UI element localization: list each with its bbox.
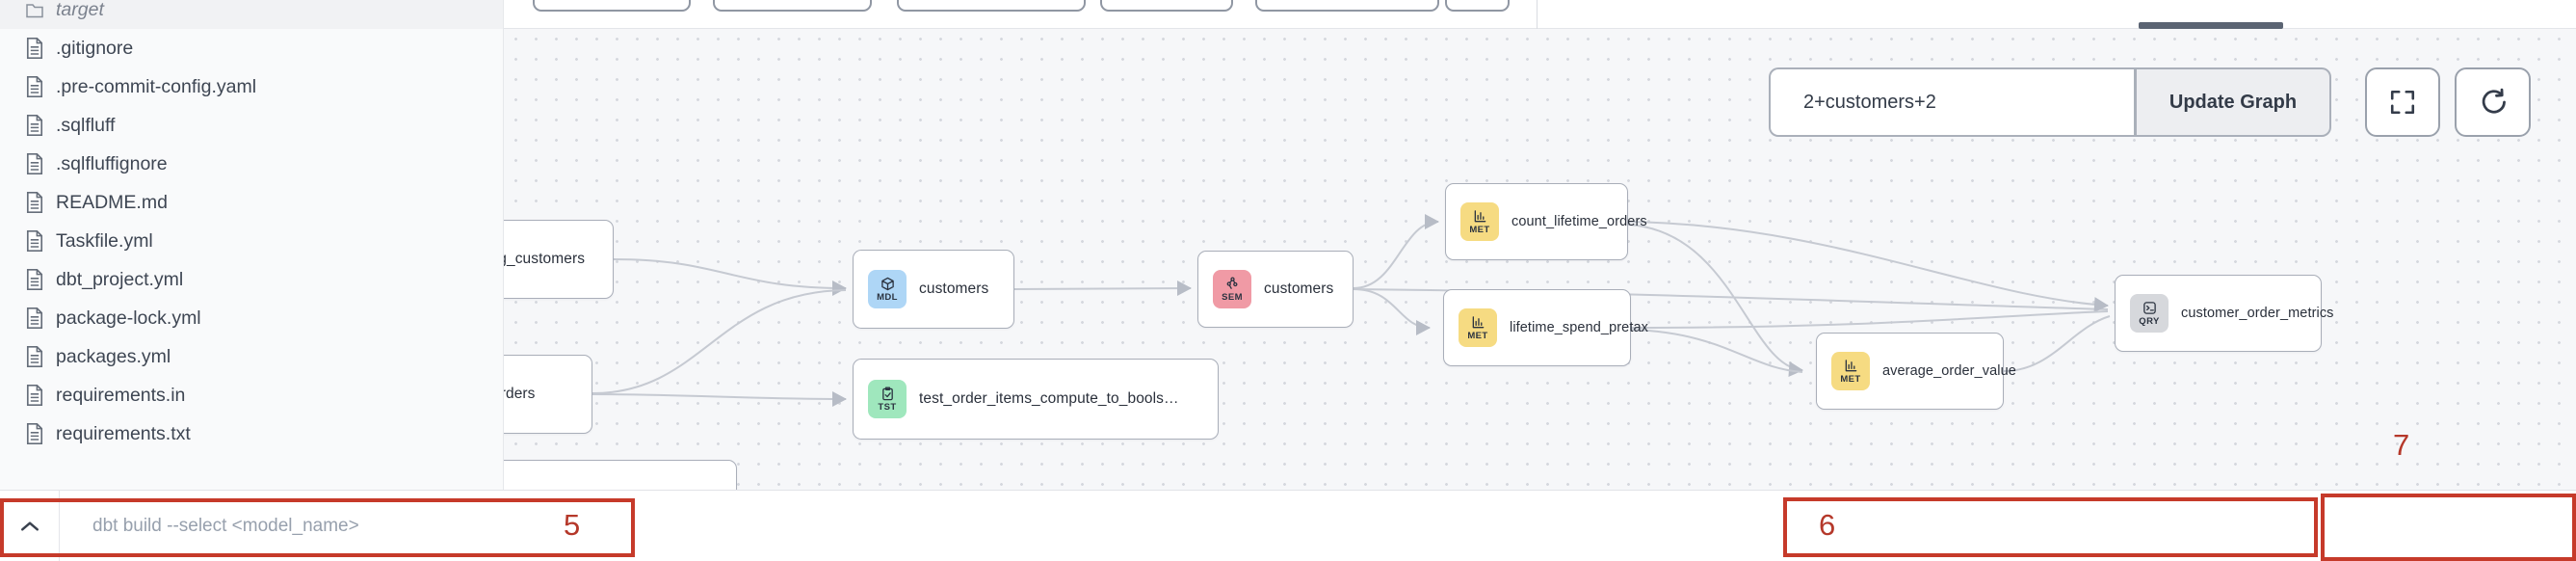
metric-badge: MET	[1459, 308, 1497, 347]
node-label: count_lifetime_orders	[1511, 214, 1647, 229]
toolbar-chip[interactable]	[533, 0, 691, 12]
query-badge: QRY	[2130, 294, 2169, 333]
semantic-badge: SEM	[1213, 270, 1251, 308]
node-customer-order-metrics[interactable]: QRY customer_order_metrics	[2115, 275, 2333, 352]
file-item[interactable]: .pre-commit-config.yaml	[0, 67, 503, 106]
test-badge: TST	[868, 380, 907, 418]
file-item[interactable]: .gitignore	[0, 29, 503, 67]
file-tree-panel: target .gitignore .pre-commit-config.yam…	[0, 0, 504, 490]
node-label: stg_customers	[486, 251, 586, 267]
toolbar-chip[interactable]	[1255, 0, 1439, 12]
node-lifetime-spend-pretax[interactable]: MET lifetime_spend_pretax	[1443, 289, 1648, 366]
file-item[interactable]: .sqlfluffignore	[0, 145, 503, 183]
file-item[interactable]: packages.yml	[0, 337, 503, 376]
file-item[interactable]: requirements.in	[0, 376, 503, 414]
file-icon	[26, 152, 43, 175]
file-item[interactable]: requirements.txt	[0, 414, 503, 453]
metric-chart-icon	[1474, 209, 1485, 222]
node-label: lifetime_spend_pretax	[1510, 320, 1648, 335]
file-icon	[26, 422, 43, 445]
file-icon	[26, 114, 43, 137]
file-item[interactable]: .sqlfluff	[0, 106, 503, 145]
collapse-panel-button[interactable]	[0, 491, 60, 561]
update-graph-button[interactable]: Update Graph	[2135, 67, 2331, 137]
node-label: test_order_items_compute_to_bools…	[919, 390, 1179, 407]
file-item[interactable]: README.md	[0, 183, 503, 222]
node-test-order-items[interactable]: TST test_order_items_compute_to_bools…	[853, 359, 1219, 440]
node-count-lifetime-orders[interactable]: MET count_lifetime_orders	[1445, 183, 1647, 260]
dbt-command-input[interactable]	[62, 491, 620, 561]
metric-badge: MET	[1460, 202, 1499, 241]
file-icon	[26, 75, 43, 98]
node-label: average_order_value	[1882, 363, 2016, 379]
file-item[interactable]: dbt_project.yml	[0, 260, 503, 299]
refresh-button[interactable]	[2455, 67, 2531, 137]
test-clipboard-icon	[881, 386, 893, 400]
node-average-order-value[interactable]: MET average_order_value	[1816, 333, 2016, 410]
file-icon	[26, 384, 43, 407]
chevron-up-icon	[20, 521, 39, 531]
file-item[interactable]: Taskfile.yml	[0, 222, 503, 260]
file-icon	[26, 268, 43, 291]
toolbar-divider	[1537, 0, 1538, 29]
file-icon	[26, 307, 43, 330]
metric-badge: MET	[1831, 352, 1870, 390]
toolbar-chip[interactable]	[1445, 0, 1510, 12]
folder-icon	[26, 4, 43, 18]
active-tab-indicator	[2139, 22, 2283, 29]
refresh-icon	[2482, 88, 2506, 114]
command-bar: Defer to staging/production ? Ready	[0, 490, 2576, 561]
toolbar-chip[interactable]	[897, 0, 1086, 12]
model-cube-icon	[881, 277, 894, 290]
file-icon	[26, 345, 43, 368]
node-customers-model[interactable]: MDL customers	[853, 250, 1014, 329]
semantic-branch-icon	[1226, 276, 1237, 289]
node-label: customers	[1264, 280, 1334, 297]
node-label: customers	[919, 280, 989, 297]
metric-chart-icon	[1472, 315, 1484, 328]
fullscreen-button[interactable]	[2365, 67, 2440, 137]
file-item[interactable]: package-lock.yml	[0, 299, 503, 337]
query-icon	[2142, 301, 2156, 314]
node-label: customer_order_metrics	[2181, 306, 2334, 321]
lineage-selector-input[interactable]	[1769, 67, 2135, 137]
toolbar-chip[interactable]	[1100, 0, 1233, 12]
metric-chart-icon	[1845, 359, 1856, 371]
model-badge: MDL	[868, 270, 907, 308]
fullscreen-icon	[2390, 90, 2415, 115]
folder-item-target[interactable]: target	[0, 0, 503, 29]
file-icon	[26, 191, 43, 214]
file-icon	[26, 229, 43, 253]
file-icon	[26, 37, 43, 60]
node-customers-semantic[interactable]: SEM customers	[1197, 251, 1354, 328]
toolbar-chip[interactable]	[713, 0, 872, 12]
